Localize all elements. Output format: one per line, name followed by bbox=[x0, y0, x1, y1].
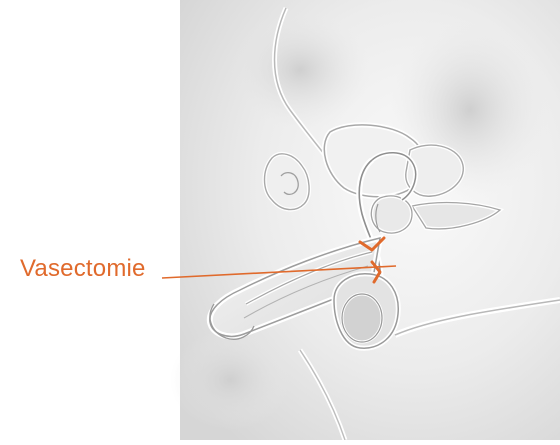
vasectomy-label: Vasectomie bbox=[20, 254, 146, 284]
testicle bbox=[334, 274, 398, 348]
